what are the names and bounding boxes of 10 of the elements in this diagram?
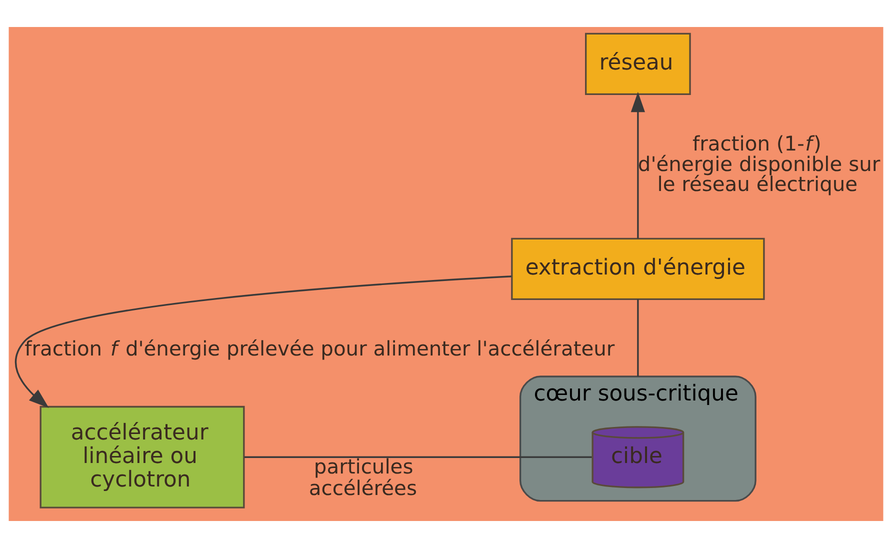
edge-label: fraction f d'énergie prélevée pour alimenter l'accélérateur <box>24 336 615 361</box>
edge-label: particules accélérées <box>308 454 417 500</box>
edge-label: fraction (1-f) d'énergie disponible sur le réseau électrique <box>638 132 880 196</box>
arrow <box>630 92 645 238</box>
connector <box>244 456 592 458</box>
node-box: accélérateur linéaire ou cyclotron <box>40 406 245 508</box>
arrow <box>15 276 512 408</box>
connector <box>637 299 639 376</box>
node-box: réseau <box>585 32 691 96</box>
node-box: extraction d'énergie <box>511 238 765 300</box>
